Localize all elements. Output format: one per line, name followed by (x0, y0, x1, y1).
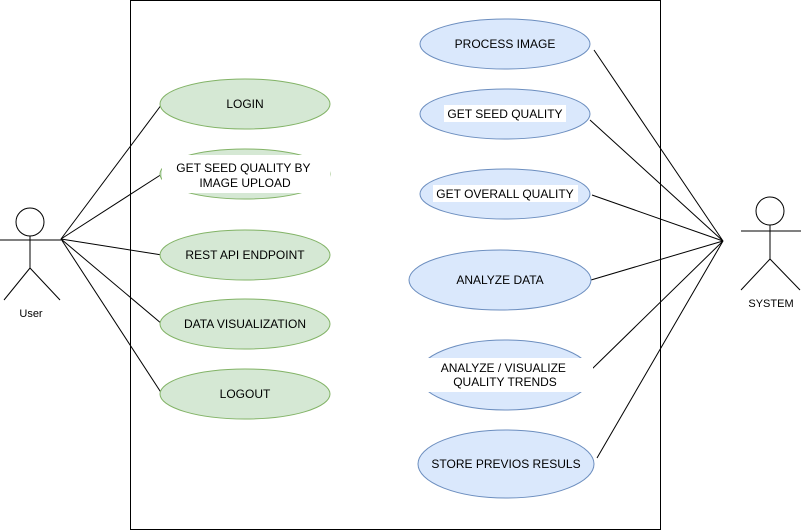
user-actor-right-leg (29, 267, 61, 301)
user-associations (60, 103, 163, 395)
use-case-label-line: REST API ENDPOINT (185, 248, 305, 262)
use-case-label-line: IMAGE UPLOAD (199, 176, 291, 190)
use-case-label-line: PROCESS IMAGE (455, 37, 556, 51)
use-case-label: ANALYZE DATA (456, 273, 543, 287)
system-actor-head (755, 196, 785, 226)
use-case-label-line: DATA VISUALIZATION (184, 317, 306, 331)
use-case-label: ANALYZE / VISUALIZE QUALITY TRENDS (441, 361, 570, 389)
user-actor-head (15, 207, 45, 237)
use-case-ellipse (417, 429, 595, 499)
use-case-label-line: QUALITY TRENDS (453, 375, 557, 389)
use-case-label-line: GET SEED QUALITY (447, 107, 562, 121)
use-case-label: LOGIN (226, 97, 263, 111)
association-user-logout (60, 238, 163, 395)
use-case-label-line: LOGOUT (220, 387, 271, 401)
use-case-label-line: LOGIN (226, 97, 263, 111)
user-use-case-logout[interactable]: LOGOUT (159, 368, 331, 420)
association-user-rest-api (60, 238, 163, 256)
system-use-case-overall-quality[interactable]: GET OVERALL QUALITY (419, 168, 591, 220)
system-use-case-seed-quality[interactable]: GET SEED QUALITY (419, 88, 591, 140)
system-boundary (130, 0, 661, 530)
user-use-case-login[interactable]: LOGIN (159, 78, 331, 130)
association-user-login (60, 103, 163, 240)
use-case-ellipse (419, 18, 591, 70)
user-use-case-seed-quality-upload[interactable]: GET SEED QUALITY BY IMAGE UPLOAD (159, 148, 331, 200)
association-system-analyze-data (590, 240, 724, 281)
association-user-seed-upload (60, 173, 163, 240)
association-system-overall-quality (591, 194, 724, 242)
use-case-label: REST API ENDPOINT (185, 248, 305, 262)
system-use-case-store-results[interactable]: STORE PREVIOS RESULS (417, 429, 595, 499)
use-case-ellipse (408, 249, 592, 311)
system-actor-label: SYSTEM (748, 298, 793, 310)
use-case-label: LOGOUT (220, 387, 271, 401)
use-case-label-line: STORE PREVIOS RESULS (431, 457, 580, 471)
user-actor (0, 207, 61, 301)
system-actor-left-leg (740, 258, 771, 291)
use-case-label-background (444, 105, 566, 122)
use-case-label-line: ANALYZE DATA (456, 273, 543, 287)
association-system-seed-quality (589, 119, 724, 242)
use-case-label: GET OVERALL QUALITY (436, 187, 573, 201)
use-case-label: GET SEED QUALITY BY IMAGE UPLOAD (176, 161, 313, 190)
use-case-ellipse (159, 368, 331, 420)
association-user-data-visualization (60, 238, 163, 325)
user-use-case-rest-api[interactable]: REST API ENDPOINT (159, 229, 331, 281)
user-actor-label: User (19, 308, 43, 320)
system-use-case-process-image[interactable]: PROCESS IMAGE (419, 18, 591, 70)
use-case-label-background (417, 358, 593, 392)
system-actor-right-leg (769, 258, 801, 291)
use-case-label-line: GET SEED QUALITY BY (176, 161, 310, 175)
system-use-case-analyze-data[interactable]: ANALYZE DATA (408, 249, 592, 311)
association-system-quality-trends (591, 240, 724, 370)
association-system-process-image (593, 49, 724, 242)
system-use-case-quality-trends[interactable]: ANALYZE / VISUALIZE QUALITY TRENDS (417, 339, 593, 411)
use-case-label-line: GET OVERALL QUALITY (436, 187, 573, 201)
use-case-ellipse (159, 229, 331, 281)
use-case-label: PROCESS IMAGE (455, 37, 556, 51)
use-case-label-background (433, 185, 578, 202)
use-case-ellipse (159, 78, 331, 130)
use-case-label-line: ANALYZE / VISUALIZE (441, 361, 566, 375)
user-actor-left-leg (3, 267, 31, 301)
use-case-ellipse (159, 298, 331, 350)
use-case-label: GET SEED QUALITY (447, 107, 562, 121)
use-case-label: STORE PREVIOS RESULS (431, 457, 580, 471)
system-associations (589, 49, 724, 459)
user-use-case-data-visualization[interactable]: DATA VISUALIZATION (159, 298, 331, 350)
use-case-label: DATA VISUALIZATION (184, 317, 306, 331)
system-actor (740, 196, 801, 291)
use-case-label-background (162, 155, 330, 193)
